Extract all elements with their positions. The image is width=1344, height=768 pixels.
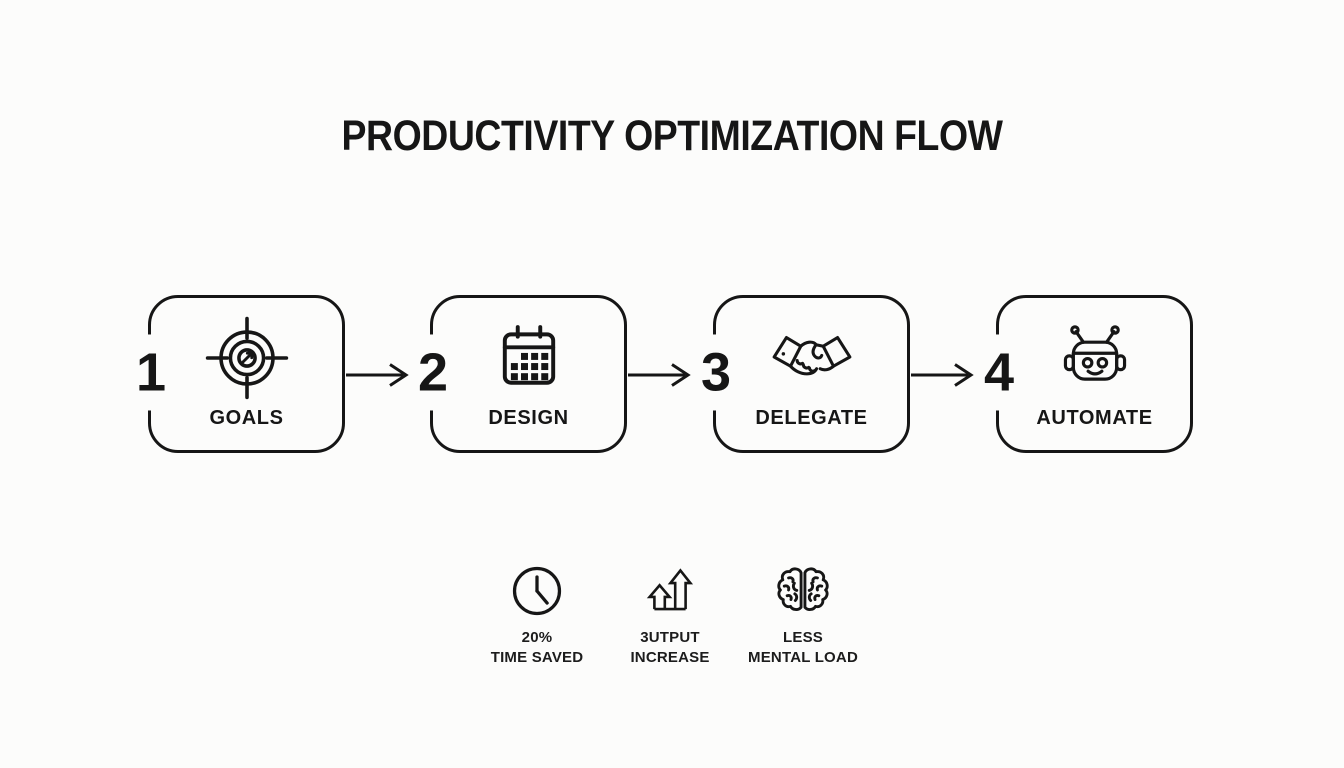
arrow-right-icon xyxy=(911,360,977,390)
metric-value: 20% xyxy=(521,629,553,646)
step-label: GOALS xyxy=(209,407,284,429)
metric-output-increase: 3UTPUT INCREASE xyxy=(595,564,745,668)
clock-icon xyxy=(510,564,564,622)
step-number-3: 3 xyxy=(694,334,738,411)
metric-less-mental-load: LESS MENTAL LOAD xyxy=(728,564,878,668)
metric-label: TIME SAVED xyxy=(490,649,584,666)
calendar-icon xyxy=(493,312,565,404)
step-number-1: 1 xyxy=(129,334,173,411)
metric-time-saved: 20% TIME SAVED xyxy=(462,564,612,668)
step-label: AUTOMATE xyxy=(1036,407,1153,429)
step-number-2: 2 xyxy=(411,334,455,411)
step-label: DESIGN xyxy=(488,407,569,429)
target-icon xyxy=(204,312,290,404)
metric-value: 3UTPUT xyxy=(640,629,700,646)
step-box-delegate: 3 DELEGATE xyxy=(694,295,910,453)
step-box-goals: 1 GOALS xyxy=(129,295,345,453)
robot-icon xyxy=(1057,312,1133,404)
handshake-icon xyxy=(767,312,857,404)
step-number-4: 4 xyxy=(977,334,1021,411)
arrow-right-icon xyxy=(346,360,412,390)
metric-label: INCREASE xyxy=(630,649,710,666)
arrow-right-icon xyxy=(628,360,694,390)
page-title: PRODUCTIVITY OPTIMIZATION FLOW xyxy=(341,112,1003,160)
step-box-design: 2 xyxy=(411,295,627,453)
growth-arrows-icon xyxy=(644,564,696,622)
step-box-automate: 4 xyxy=(977,295,1193,453)
metric-label: MENTAL LOAD xyxy=(748,649,858,666)
step-label: DELEGATE xyxy=(755,407,868,429)
brain-icon xyxy=(775,564,831,622)
metric-value: LESS xyxy=(783,629,823,646)
